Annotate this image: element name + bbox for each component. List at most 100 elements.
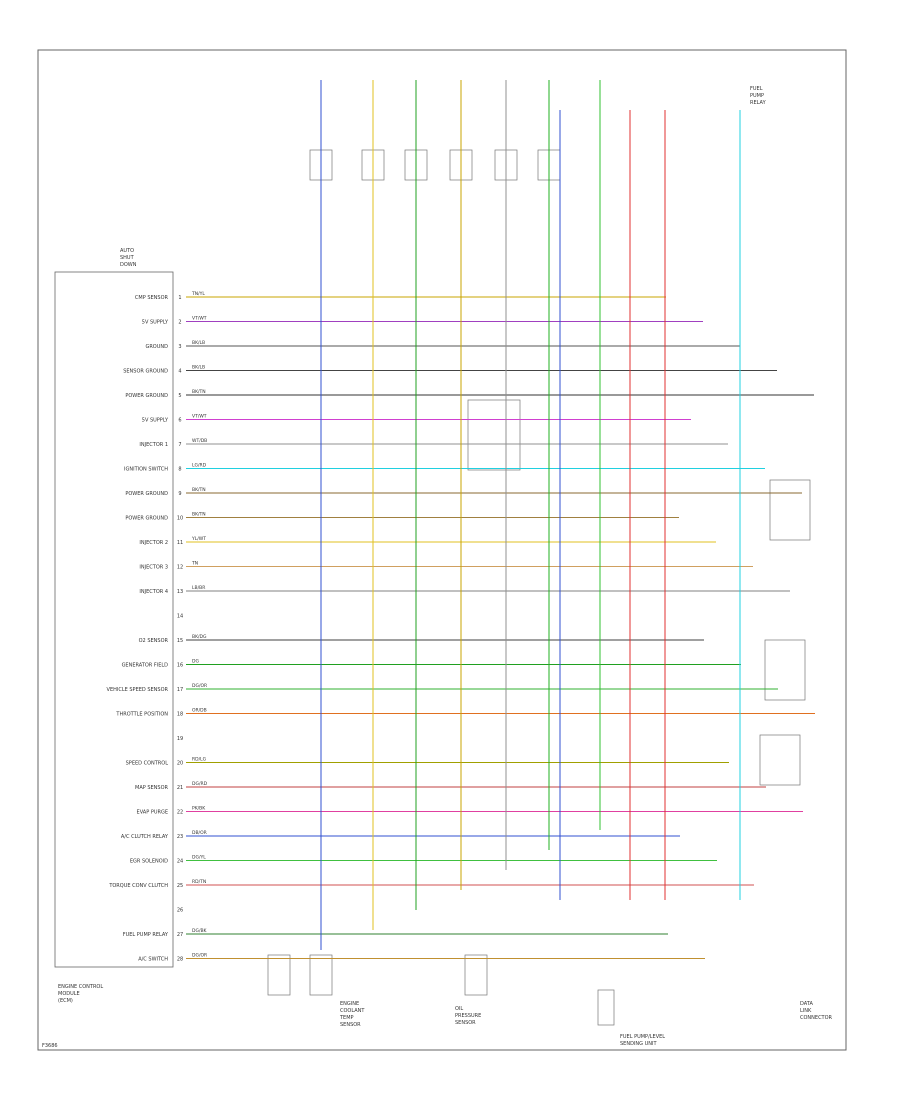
wire-color-code: PK/BK bbox=[192, 806, 206, 812]
bottom-caption-center-1: OIL bbox=[455, 1006, 463, 1012]
ecm-pin-number: 17 bbox=[177, 687, 183, 693]
right-top-label-3: RELAY bbox=[750, 100, 767, 106]
wire-color-code: DG/OR bbox=[192, 683, 207, 689]
ecm-pin-number: 7 bbox=[178, 442, 181, 448]
wire-color-code: VT/WT bbox=[192, 316, 207, 322]
right-module-2 bbox=[764, 639, 806, 701]
ecm-pin-label: A/C SWITCH bbox=[138, 957, 168, 963]
wire-color-code: WT/DB bbox=[192, 438, 207, 444]
ecm-pin-number: 1 bbox=[178, 295, 181, 301]
ecm-pin-number: 23 bbox=[177, 834, 183, 840]
bottom-caption-right2-1: DATA bbox=[800, 1001, 813, 1007]
wire-color-code: TN/YL bbox=[191, 291, 205, 297]
wire-color-code: DG bbox=[192, 659, 199, 665]
wire-color-code: TN bbox=[191, 561, 198, 567]
bottom-sensors bbox=[267, 954, 615, 1026]
ecm-pin-label: CMP SENSOR bbox=[135, 295, 169, 301]
ecm-pin-number: 11 bbox=[177, 540, 183, 546]
ecm-pin-number: 13 bbox=[177, 589, 183, 595]
ecm-pin-number: 6 bbox=[178, 418, 181, 424]
ecm-caption-line2: MODULE bbox=[58, 991, 80, 997]
right-top-label-2: PUMP bbox=[750, 93, 764, 99]
ecm-pin-number: 3 bbox=[178, 344, 181, 350]
ecm-caption-line3: (ECM) bbox=[58, 998, 73, 1004]
ecm-pin-number: 25 bbox=[177, 883, 183, 889]
central-module bbox=[467, 399, 521, 471]
asd-label-1: AUTO bbox=[120, 248, 134, 254]
ecm-pin-number: 12 bbox=[177, 565, 183, 571]
wire-color-code: BK/DG bbox=[192, 634, 207, 640]
bottom-caption-right-1: FUEL PUMP/LEVEL bbox=[620, 1034, 665, 1040]
wire-color-code: RD/LG bbox=[192, 757, 207, 763]
ecm-pin-label: EGR SOLENOID bbox=[130, 859, 168, 865]
right-top-label-1: FUEL bbox=[750, 86, 763, 92]
ecm-pin-number: 21 bbox=[177, 785, 183, 791]
asd-label-3: DOWN bbox=[120, 262, 137, 268]
ecm-pin-number: 22 bbox=[177, 810, 183, 816]
bottom-caption-left-3: TEMP bbox=[339, 1015, 354, 1021]
ecm-pin-number: 9 bbox=[178, 491, 181, 497]
top-connectors bbox=[309, 149, 561, 181]
bottom-caption-left-1: ENGINE bbox=[340, 1001, 359, 1007]
wire-color-code: YL/WT bbox=[191, 536, 206, 542]
diagram-frame bbox=[37, 49, 847, 1051]
ecm-pin-number: 5 bbox=[178, 393, 181, 399]
ecm-pin-label: INJECTOR 4 bbox=[139, 589, 168, 595]
ecm-pin-number: 20 bbox=[177, 761, 183, 767]
footer-code: F3686 bbox=[42, 1043, 58, 1049]
wire-color-code: BK/TN bbox=[192, 487, 206, 493]
ecm-pin-label: TORQUE CONV CLUTCH bbox=[108, 883, 168, 889]
ecm-pin-label: SENSOR GROUND bbox=[123, 369, 168, 375]
ecm-pin-number: 26 bbox=[177, 908, 183, 914]
bottom-caption-left-4: SENSOR bbox=[340, 1022, 361, 1028]
ecm-pin-label: INJECTOR 3 bbox=[139, 565, 168, 571]
ecm-pin-label: THROTTLE POSITION bbox=[115, 712, 168, 718]
ecm-pin-number: 14 bbox=[177, 614, 183, 620]
wire-color-code: DG/OR bbox=[192, 953, 207, 959]
ecm-block bbox=[54, 271, 174, 968]
wire-color-code: BK/LB bbox=[192, 365, 205, 371]
wire-color-code: DG/BK bbox=[192, 928, 208, 934]
ecm-pin-label: IGNITION SWITCH bbox=[124, 467, 168, 473]
ecm-pin-number: 27 bbox=[177, 932, 183, 938]
ecm-pin-number: 24 bbox=[177, 859, 183, 865]
ecm-pin-number: 19 bbox=[177, 736, 183, 742]
bottom-caption-right2-2: LINK bbox=[800, 1008, 812, 1014]
ecm-caption-line1: ENGINE CONTROL bbox=[58, 984, 103, 990]
ecm-pin-label: POWER GROUND bbox=[125, 516, 168, 522]
ecm-pin-label: INJECTOR 2 bbox=[139, 540, 168, 546]
ecm-pin-label: FUEL PUMP RELAY bbox=[123, 932, 169, 938]
ecm-pin-label: GENERATOR FIELD bbox=[122, 663, 169, 669]
bottom-caption-center-2: PRESSURE bbox=[455, 1013, 481, 1019]
wire-color-code: OR/DB bbox=[192, 708, 207, 714]
ecm-pin-label: VEHICLE SPEED SENSOR bbox=[107, 687, 169, 693]
bottom-caption-right2-3: CONNECTOR bbox=[800, 1015, 833, 1021]
ecm-pin-number: 15 bbox=[177, 638, 183, 644]
bottom-caption-left-2: COOLANT bbox=[340, 1008, 365, 1014]
ecm-pin-label: 5V SUPPLY bbox=[142, 320, 169, 326]
right-module-1 bbox=[769, 479, 811, 541]
ecm-pin-number: 18 bbox=[177, 712, 183, 718]
wire-group: TN/YLVT/WTBK/LBBK/LBBK/TNVT/WTWT/DBLG/RD… bbox=[186, 80, 815, 960]
ecm-pin-label: POWER GROUND bbox=[125, 393, 168, 399]
ecm-pin-label: SPEED CONTROL bbox=[126, 761, 169, 767]
ecm-pin-label: O2 SENSOR bbox=[139, 638, 169, 644]
ecm-pin-label: MAP SENSOR bbox=[135, 785, 169, 791]
wire-color-code: RD/TN bbox=[192, 879, 206, 885]
right-module-3 bbox=[759, 734, 801, 786]
ecm-pin-label: 5V SUPPLY bbox=[142, 418, 169, 424]
wire-color-code: LG/RD bbox=[192, 463, 207, 469]
bottom-caption-right-2: SENDING UNIT bbox=[620, 1041, 657, 1047]
ecm-pin-number: 2 bbox=[178, 320, 181, 326]
wire-color-code: LB/BR bbox=[192, 585, 205, 591]
ecm-pin-number: 8 bbox=[178, 467, 181, 473]
ecm-pin-number: 28 bbox=[177, 957, 183, 963]
wire-color-code: BK/TN bbox=[192, 512, 206, 518]
ecm-pin-label: INJECTOR 1 bbox=[139, 442, 168, 448]
wire-color-code: BK/TN bbox=[192, 389, 206, 395]
wire-color-code: DG/RD bbox=[192, 781, 208, 787]
ecm-pin-label: EVAP PURGE bbox=[137, 810, 168, 816]
wire-color-code: DG/YL bbox=[192, 855, 206, 861]
